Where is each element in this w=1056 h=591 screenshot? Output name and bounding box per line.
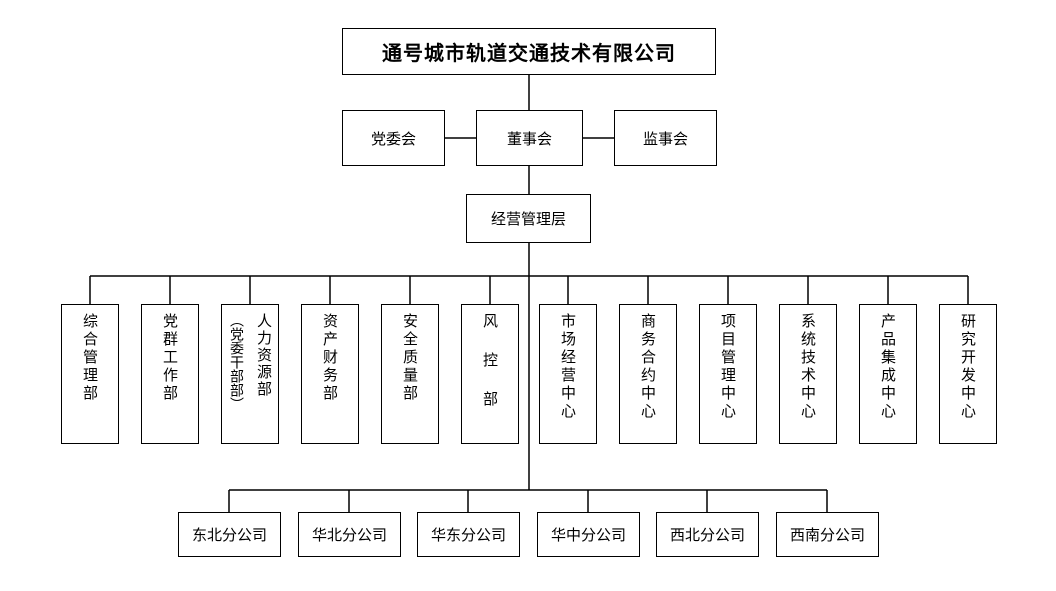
party-committee-box: 党委会 xyxy=(342,110,445,166)
department-label: 安全质量部 xyxy=(401,313,419,403)
branch-label: 东北分公司 xyxy=(191,526,267,544)
branch-box-1: 东北分公司 xyxy=(178,512,281,557)
department-label: 项目管理中心 xyxy=(719,313,737,421)
supervisory-board-box: 监事会 xyxy=(614,110,717,166)
board-of-directors-box: 董事会 xyxy=(476,110,583,166)
department-box-3: 人力资源部 （党委干部部） xyxy=(221,304,279,444)
department-box-6: 风控部 xyxy=(461,304,519,444)
branch-box-6: 西南分公司 xyxy=(776,512,879,557)
department-label: 风控部 xyxy=(481,313,499,430)
branch-box-3: 华东分公司 xyxy=(417,512,520,557)
department-box-11: 产品集成中心 xyxy=(859,304,917,444)
branch-label: 华中分公司 xyxy=(550,526,626,544)
department-sublabel: （党委干部部） xyxy=(228,313,244,411)
department-box-4: 资产财务部 xyxy=(301,304,359,444)
department-label: 市场经营中心 xyxy=(559,313,577,421)
department-label: 系统技术中心 xyxy=(799,313,817,421)
company-box: 通号城市轨道交通技术有限公司 xyxy=(342,28,716,75)
department-label: 产品集成中心 xyxy=(879,313,897,421)
party-committee-label: 党委会 xyxy=(370,129,416,148)
department-box-10: 系统技术中心 xyxy=(779,304,837,444)
branch-box-2: 华北分公司 xyxy=(298,512,401,557)
department-box-5: 安全质量部 xyxy=(381,304,439,444)
department-box-1: 综合管理部 xyxy=(61,304,119,444)
department-box-8: 商务合约中心 xyxy=(619,304,677,444)
department-label: 研究开发中心 xyxy=(959,313,977,421)
branch-label: 华北分公司 xyxy=(311,526,387,544)
department-label: 党群工作部 xyxy=(161,313,179,403)
board-of-directors-label: 董事会 xyxy=(506,129,552,148)
branch-box-4: 华中分公司 xyxy=(537,512,640,557)
management-box: 经营管理层 xyxy=(466,194,591,243)
branch-label: 华东分公司 xyxy=(430,526,506,544)
department-label: 资产财务部 xyxy=(321,313,339,403)
department-label: 人力资源部 xyxy=(255,313,273,398)
department-box-12: 研究开发中心 xyxy=(939,304,997,444)
department-box-2: 党群工作部 xyxy=(141,304,199,444)
branch-label: 西北分公司 xyxy=(669,526,745,544)
management-label: 经营管理层 xyxy=(490,210,566,228)
company-name: 通号城市轨道交通技术有限公司 xyxy=(382,41,676,65)
department-box-7: 市场经营中心 xyxy=(539,304,597,444)
department-box-9: 项目管理中心 xyxy=(699,304,757,444)
branch-box-5: 西北分公司 xyxy=(656,512,759,557)
supervisory-board-label: 监事会 xyxy=(642,129,688,148)
branch-label: 西南分公司 xyxy=(789,526,865,544)
department-label: 综合管理部 xyxy=(81,313,99,403)
department-label: 商务合约中心 xyxy=(639,313,657,421)
